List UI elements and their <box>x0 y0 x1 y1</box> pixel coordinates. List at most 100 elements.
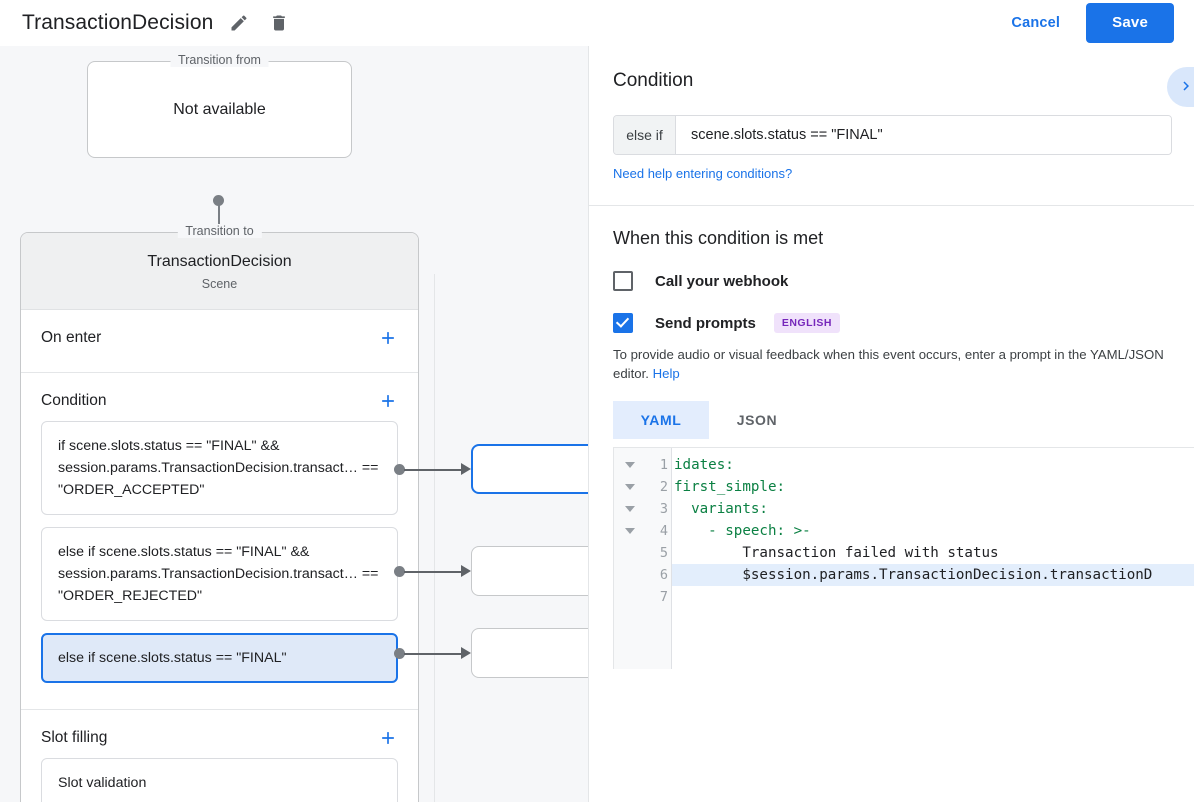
code-line: Transaction failed with status <box>674 545 999 561</box>
condition-out-arrow-icon <box>461 565 471 577</box>
condition-out-line <box>404 571 462 573</box>
scene-stack-box: TransactionDecision Scene On enter Con <box>20 232 419 802</box>
prompt-help-link[interactable]: Help <box>652 366 680 381</box>
code-line: idates: <box>674 457 734 473</box>
transition-from-card[interactable]: Transition from Not available <box>87 53 352 158</box>
yaml-code-editor[interactable]: 1 2 3 4 5 6 7 idates: first_simple: vari… <box>613 447 1194 669</box>
add-slot-filling-button[interactable] <box>376 726 400 750</box>
tab-json[interactable]: JSON <box>709 401 805 439</box>
language-badge: ENGLISH <box>773 313 841 333</box>
section-label-on-enter: On enter <box>41 329 102 346</box>
panel-top-section: Condition else if Need help entering con… <box>589 46 1194 206</box>
transition-to-card: Transition to TransactionDecision Scene … <box>20 224 419 802</box>
fold-cell <box>614 454 646 476</box>
code-line: - speech: >- <box>674 523 811 539</box>
condition-out-line <box>404 469 462 471</box>
editor-format-tabs: YAML JSON <box>613 401 1170 439</box>
line-number: 2 <box>659 479 668 495</box>
send-prompts-label: Send prompts <box>655 314 756 332</box>
transition-target-box[interactable] <box>471 628 589 678</box>
condition-prefix-label: else if <box>614 116 676 154</box>
condition-detail-panel: Condition else if Need help entering con… <box>589 46 1194 802</box>
add-on-enter-button[interactable] <box>376 326 400 350</box>
fold-arrow-icon[interactable] <box>625 484 635 490</box>
line-number: 5 <box>659 545 668 561</box>
fold-arrow-icon[interactable] <box>625 528 635 534</box>
add-condition-button[interactable] <box>376 389 400 413</box>
delete-button[interactable] <box>265 9 293 37</box>
tab-yaml[interactable]: YAML <box>613 401 709 439</box>
section-header-slot-filling: Slot filling <box>21 710 418 758</box>
edit-name-button[interactable] <box>225 9 253 37</box>
scene-title: TransactionDecision <box>147 253 292 270</box>
code-fold-column <box>614 448 646 669</box>
call-webhook-label: Call your webhook <box>655 272 789 290</box>
line-number: 3 <box>659 501 668 517</box>
code-line-number-gutter: 1 2 3 4 5 6 7 <box>646 448 672 669</box>
scene-graph-canvas: Transition from Not available Transition… <box>0 46 589 802</box>
fold-cell <box>614 542 646 564</box>
transition-target-box[interactable] <box>471 546 589 596</box>
plus-icon <box>378 391 398 411</box>
code-line: first_simple: <box>674 479 786 495</box>
send-prompts-row: Send prompts ENGLISH <box>613 313 1170 333</box>
section-label-slot-filling: Slot filling <box>41 729 108 746</box>
section-header-on-enter: On enter <box>21 310 418 358</box>
slot-validation-card[interactable]: Slot validation <box>41 758 398 802</box>
transition-from-legend: Transition from <box>170 53 269 67</box>
condition-out-dot <box>394 648 405 659</box>
condition-out-dot <box>394 566 405 577</box>
connector-dot <box>213 195 224 206</box>
condition-out-arrow-icon <box>461 463 471 475</box>
section-header-condition: Condition <box>21 373 418 421</box>
code-line-highlighted: $session.params.TransactionDecision.tran… <box>672 564 1194 586</box>
line-number: 4 <box>659 523 668 539</box>
transition-from-box <box>87 61 352 158</box>
webhook-row: Call your webhook <box>613 271 1170 291</box>
scene-header[interactable]: TransactionDecision Scene <box>21 233 418 310</box>
transition-to-legend: Transition to <box>177 224 262 238</box>
panel-body-section: When this condition is met Call your web… <box>589 206 1194 669</box>
section-on-enter: On enter <box>21 310 418 373</box>
fold-cell <box>614 586 646 608</box>
top-app-bar: TransactionDecision Cancel Save <box>0 0 1194 46</box>
prompt-description: To provide audio or visual feedback when… <box>613 345 1170 383</box>
section-slot-filling: Slot filling Slot validation <box>21 710 418 802</box>
condition-card[interactable]: if scene.slots.status == "FINAL" && sess… <box>41 421 398 515</box>
fold-arrow-icon[interactable] <box>625 506 635 512</box>
code-line <box>672 586 1194 608</box>
code-line: variants: <box>674 501 768 517</box>
graph-rail-line <box>434 274 435 802</box>
collapse-panel-button[interactable] <box>1167 67 1194 107</box>
scene-subtitle: Scene <box>201 277 238 291</box>
condition-out-line <box>404 653 462 655</box>
send-prompts-checkbox[interactable] <box>613 313 633 333</box>
condition-card-selected[interactable]: else if scene.slots.status == "FINAL" <box>41 633 398 683</box>
plus-icon <box>378 728 398 748</box>
save-button[interactable]: Save <box>1086 2 1174 43</box>
fold-cell <box>614 476 646 498</box>
condition-out-dot <box>394 464 405 475</box>
condition-card[interactable]: else if scene.slots.status == "FINAL" &&… <box>41 527 398 621</box>
prompt-description-text: To provide audio or visual feedback when… <box>613 347 1164 381</box>
fold-cell <box>614 520 646 542</box>
cancel-button[interactable]: Cancel <box>995 7 1076 39</box>
condition-input-row: else if <box>613 115 1172 155</box>
transition-target-box-selected[interactable] <box>471 444 589 494</box>
chevron-right-icon <box>1177 77 1194 98</box>
call-webhook-checkbox[interactable] <box>613 271 633 291</box>
condition-out-arrow-icon <box>461 647 471 659</box>
fold-arrow-icon[interactable] <box>625 462 635 468</box>
pencil-icon <box>229 13 249 33</box>
condition-expression-input[interactable] <box>676 116 1171 154</box>
fold-cell <box>614 564 646 586</box>
section-label-condition: Condition <box>41 392 107 409</box>
line-number: 6 <box>659 567 668 583</box>
panel-section-divider <box>589 205 1194 206</box>
page-title: TransactionDecision <box>22 10 214 34</box>
when-condition-met-title: When this condition is met <box>613 228 824 248</box>
line-number: 7 <box>659 589 668 605</box>
code-text-area[interactable]: idates: first_simple: variants: - speech… <box>672 448 1194 669</box>
condition-help-link[interactable]: Need help entering conditions? <box>613 166 793 181</box>
panel-title: Condition <box>613 70 694 91</box>
